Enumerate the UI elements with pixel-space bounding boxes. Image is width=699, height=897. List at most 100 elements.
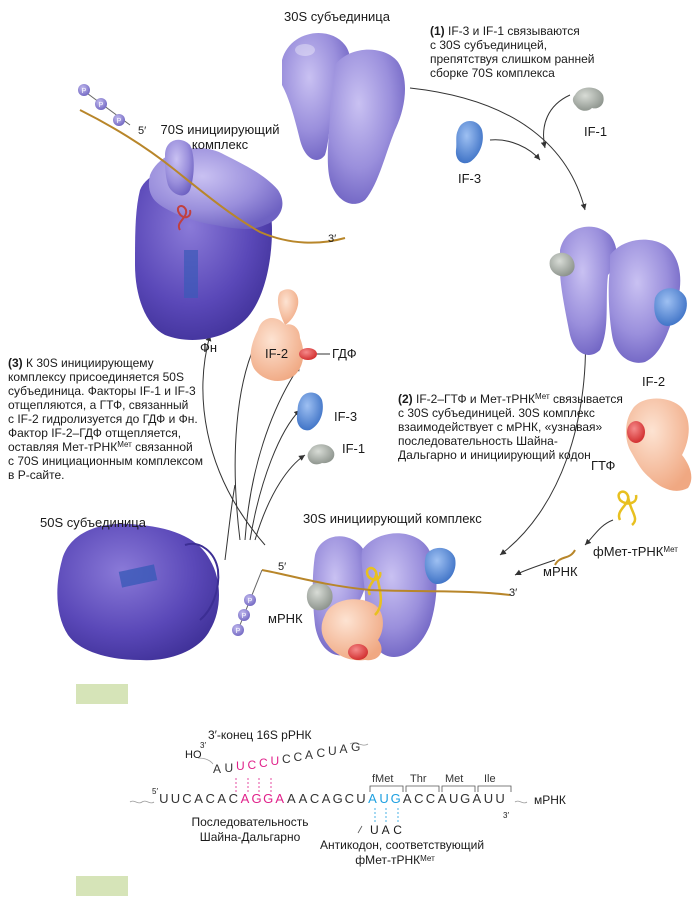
mrna-base: U <box>448 791 459 806</box>
phosphate-2 <box>238 609 250 621</box>
rrna-base: C <box>247 757 257 772</box>
mrna-base: C <box>414 791 424 806</box>
if3-factor-mid <box>296 392 323 431</box>
label-if3-top: IF-3 <box>458 171 482 186</box>
ribosome-50s <box>57 523 220 661</box>
mrna-base: U <box>379 791 389 806</box>
mrna-base: U <box>159 791 169 806</box>
rrna-base: A <box>305 748 314 763</box>
mrna-base: U <box>483 791 494 806</box>
phosphate-letter: P <box>82 88 87 95</box>
sd-label-line1: Последовательность <box>191 815 309 829</box>
mrna-base: A <box>437 791 447 806</box>
mrna-base: A <box>402 791 412 806</box>
rrna-base: U <box>270 754 280 769</box>
step3-line5: с IF-2 гидролизуется до ГДФ и Фн. <box>8 412 198 426</box>
label-fmet-trna: фМет-тРНКМет <box>593 544 678 559</box>
label-three-prime-bottom: 3′ <box>509 587 518 599</box>
rrna-base: A <box>339 742 348 757</box>
phosphate-letter: P <box>236 628 241 635</box>
mrna-base: C <box>228 791 239 806</box>
rrna-3prime: 3′ <box>200 741 206 750</box>
phosphate-6 <box>113 114 125 126</box>
fmet-trna-sup: Мет <box>663 545 678 554</box>
step3-number: (3) <box>8 356 23 370</box>
if1-factor-mid <box>307 444 335 465</box>
anticodon-pair-lines <box>374 808 399 822</box>
step2-line3: взаимодействует с мРНК, «узнавая» <box>398 420 603 434</box>
phosphate-5 <box>95 98 107 110</box>
ribosome-70s-initiation-complex <box>135 139 283 340</box>
phosphate-letter: P <box>99 102 104 109</box>
anticodon-label: Антикодон, соответствующий фМет-тРНКМет <box>320 838 484 868</box>
sd-label-line2: Шайна-Дальгарно <box>199 830 301 844</box>
codon-brackets <box>369 785 512 792</box>
mrna-base: G <box>460 791 471 806</box>
mrna-wavy-ends <box>129 800 528 804</box>
label-gtp: ГТФ <box>591 458 616 473</box>
label-if2-right: IF-2 <box>642 374 666 389</box>
label-if3-mid: IF-3 <box>334 409 358 424</box>
phosphate-letter: P <box>117 118 122 125</box>
step2-text: (2) IF-2–ГТФ и Мет-тРНКМет связывается с… <box>398 392 623 462</box>
step3-line6: Фактор IF-2–ГДФ отщепляется, <box>8 426 182 440</box>
step3-line2: комплексу присоединяется 50S <box>8 370 184 384</box>
label-mrna-right: мРНК <box>543 564 578 579</box>
mrna-base: A <box>298 791 308 806</box>
step3-line4: отщепляются, а ГТФ, связанный <box>8 398 189 412</box>
label-ic30s: 30S инициирующий комплекс <box>303 511 482 526</box>
step3-line7a: оставляя Мет-тРНК <box>8 440 118 454</box>
mrna-base: C <box>344 791 354 806</box>
anticodon-leader <box>357 825 363 834</box>
if2-gtp-complex <box>626 398 692 491</box>
label-70s-complex: 70S инициирующий комплекс <box>160 122 280 152</box>
label-70s-line2: комплекс <box>191 137 249 152</box>
rrna-ho: HO <box>185 749 202 761</box>
anticodon-base: U <box>370 823 379 837</box>
step3-line7b: связанной <box>131 440 193 454</box>
if1-factor-top <box>572 87 604 111</box>
mrna-base: A <box>240 791 250 806</box>
mrna-strand-bottom <box>261 569 511 596</box>
mrna-base: A <box>194 791 203 806</box>
label-fn: Фн <box>200 340 218 355</box>
step1-line3: препятствуя слишком ранней <box>430 52 595 66</box>
rrna-base: A <box>213 762 222 776</box>
if2-gdp-complex <box>250 289 330 382</box>
mrna-base: C <box>425 791 436 806</box>
mrna-base: C <box>182 791 192 806</box>
rrna-label: 3′-конец 16S рРНК <box>208 728 312 742</box>
label-mrna-left: мРНК <box>268 611 303 626</box>
base-pair-lines <box>235 778 272 792</box>
mrna-strand-right <box>554 549 576 566</box>
label-if1-mid: IF-1 <box>342 441 366 456</box>
phosphate-letter: P <box>248 598 253 605</box>
anticodon-base: A <box>381 823 390 837</box>
triphosphate-bottom <box>232 569 263 636</box>
ribosome-30s-top <box>282 33 406 204</box>
fmet-trna-text: фМет-тРНК <box>593 544 664 559</box>
if3-factor-top <box>455 121 483 164</box>
mrna-base: U <box>356 791 366 806</box>
step2-line1b: связывается <box>549 392 623 406</box>
mrna-base: A <box>286 791 296 806</box>
cycle-arrows <box>202 87 614 576</box>
rrna-base: U <box>236 759 245 774</box>
rrna-base: C <box>282 752 291 767</box>
phosphate-letters: P P P P P P <box>82 88 253 635</box>
label-five-prime-top: 5′ <box>138 125 147 137</box>
mrna-base: A <box>321 791 331 806</box>
label-70s-line1: 70S инициирующий <box>160 122 280 137</box>
codon-label: fMet <box>372 773 394 785</box>
phosphate-3 <box>232 624 244 636</box>
step2-line1a: IF-2–ГТФ и Мет-тРНК <box>416 392 536 406</box>
mrna-5prime: 5′ <box>152 787 158 796</box>
mrna-base: G <box>390 791 401 806</box>
phosphate-4 <box>78 84 90 96</box>
shine-dalgarno-label: Последовательность Шайна-Дальгарно <box>190 815 310 845</box>
phosphate-1 <box>244 594 256 606</box>
rrna-base: U <box>224 760 234 775</box>
label-gdp: ГДФ <box>332 346 357 361</box>
